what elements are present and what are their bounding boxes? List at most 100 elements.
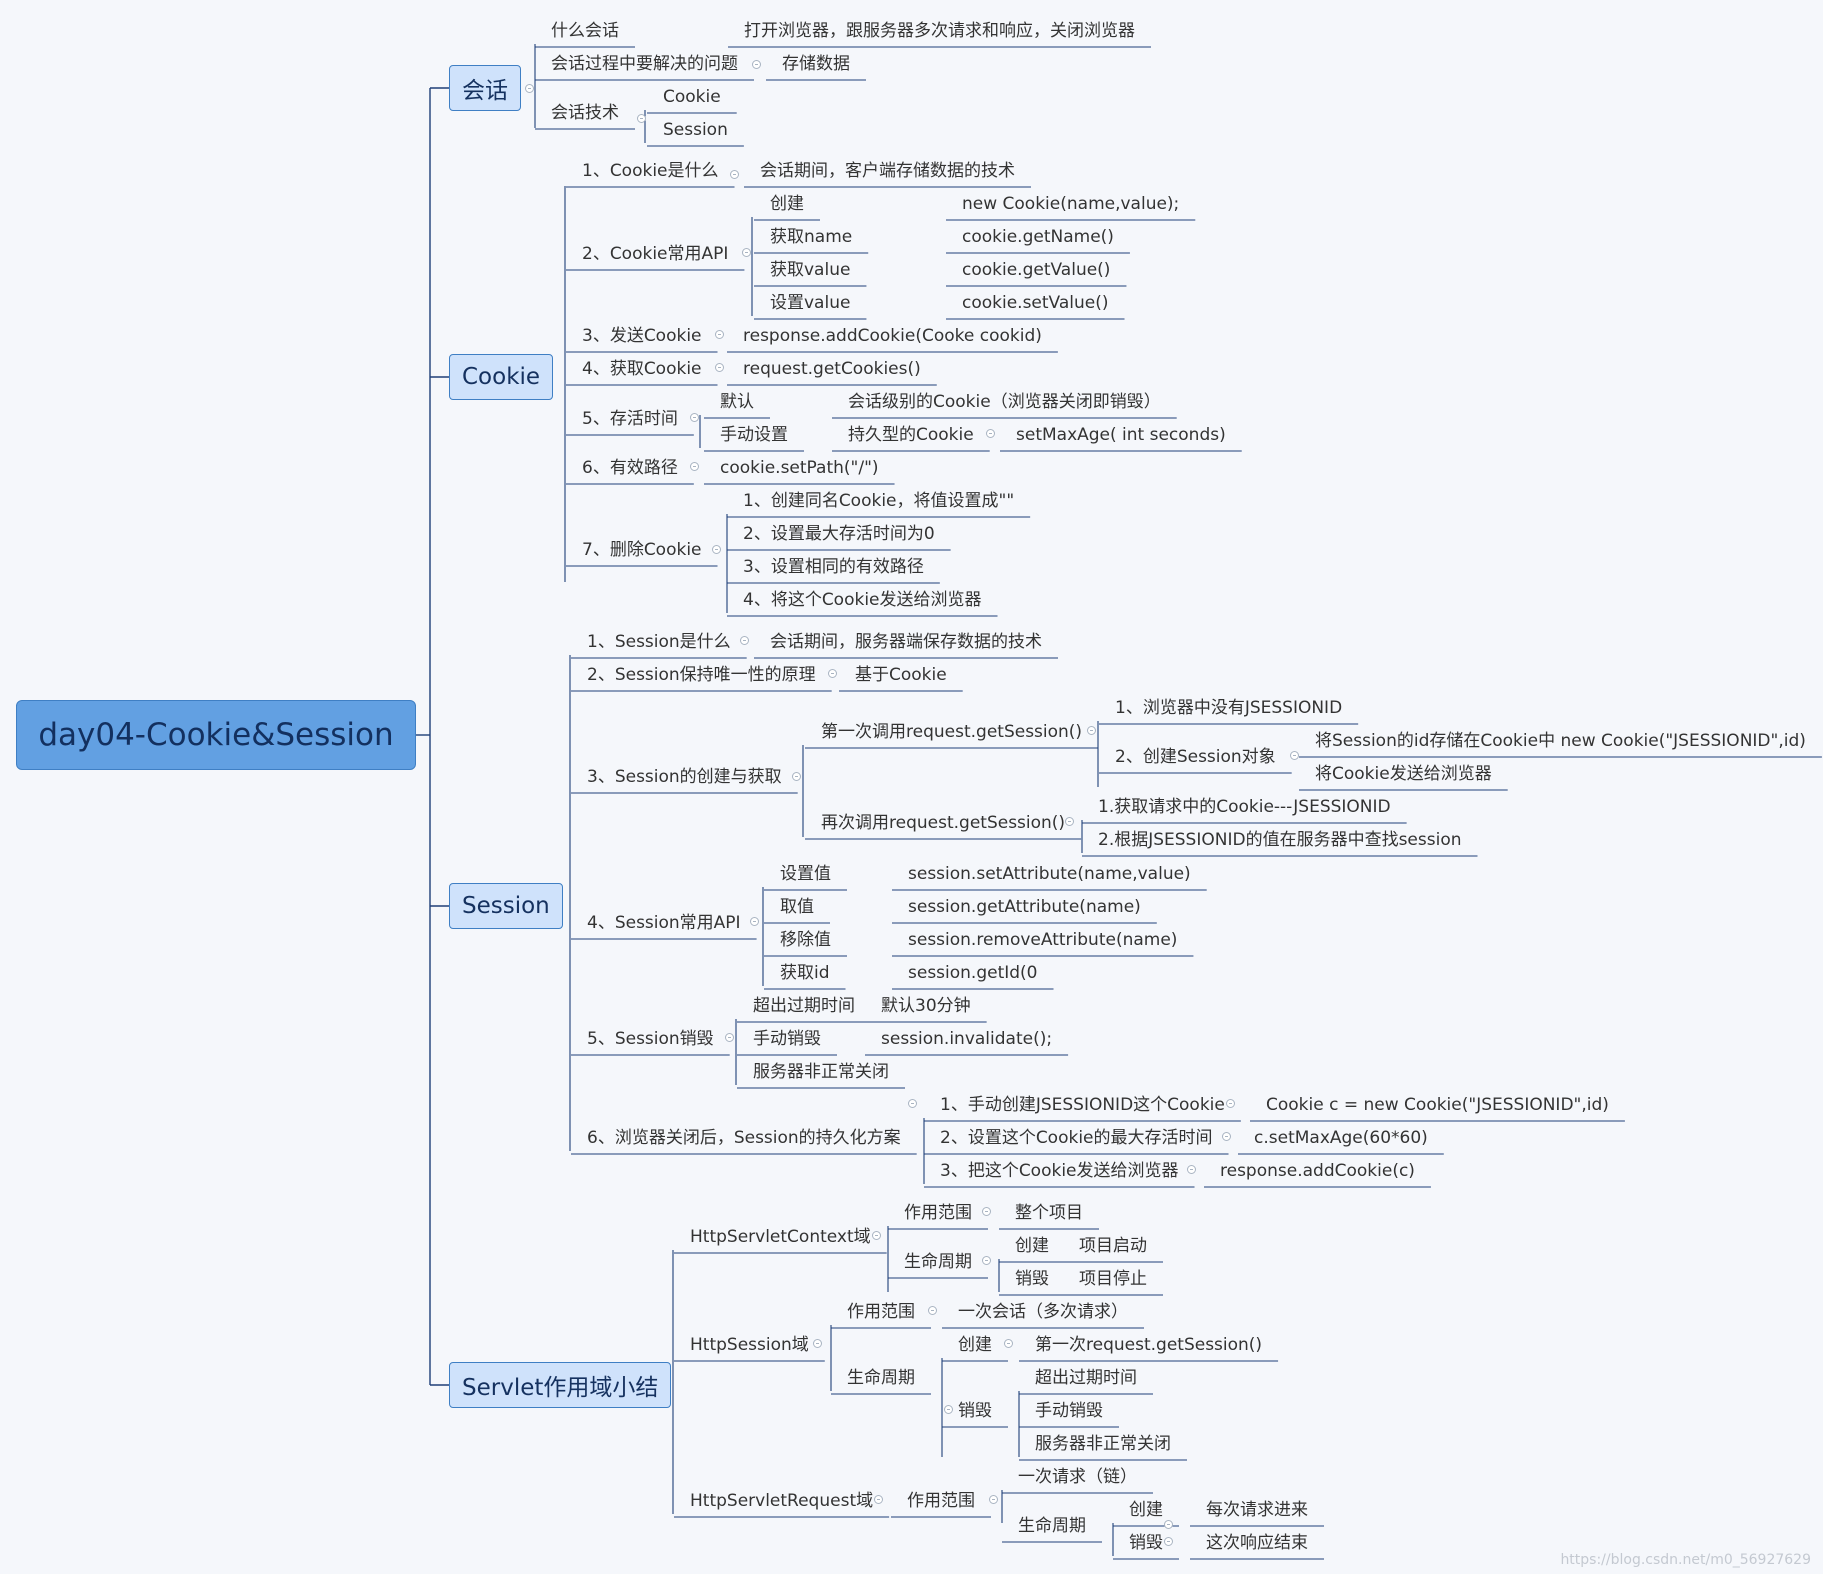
node-scope-request-destroy-value[interactable]: 这次响应结束 (1206, 1533, 1308, 1553)
collapse-toggle-icon[interactable] (690, 413, 699, 422)
node-session-api-key[interactable]: 设置值 (780, 864, 831, 884)
node-session-create-again-step1[interactable]: 1.获取请求中的Cookie---JSESSIONID (1098, 797, 1391, 817)
node-cookie-api[interactable]: 2、Cookie常用API (582, 244, 729, 264)
collapse-toggle-icon[interactable] (730, 170, 739, 179)
node-cookie-api-value[interactable]: cookie.setValue() (962, 293, 1109, 313)
node-scope-request-create-value[interactable]: 每次请求进来 (1206, 1500, 1308, 1520)
node-session-api-value[interactable]: session.removeAttribute(name) (908, 930, 1178, 950)
node-cookie-what-value[interactable]: 会话期间，客户端存储数据的技术 (760, 161, 1015, 181)
node-session-api-key[interactable]: 移除值 (780, 930, 831, 950)
collapse-toggle-icon[interactable] (828, 669, 837, 678)
node-scope-session-create[interactable]: 创建 (958, 1335, 992, 1355)
node-scope-session-destroy-item[interactable]: 超出过期时间 (1035, 1368, 1137, 1388)
node-scope-context-destroy-value[interactable]: 项目停止 (1079, 1269, 1147, 1289)
collapse-toggle-icon[interactable] (752, 60, 761, 69)
node-scope-request-range-value[interactable]: 一次请求（链） (1018, 1467, 1137, 1487)
collapse-toggle-icon[interactable] (740, 636, 749, 645)
node-cookie-send-value[interactable]: response.addCookie(Cooke cookid) (743, 326, 1042, 346)
node-scope-session-destroy[interactable]: 销毁 (958, 1401, 992, 1421)
node-session-destroy-manual[interactable]: 手动销毁 (753, 1029, 821, 1049)
collapse-toggle-icon[interactable] (742, 248, 751, 257)
collapse-toggle-icon[interactable] (1164, 1537, 1173, 1546)
node-scope-context[interactable]: HttpServletContext域 (690, 1227, 871, 1247)
node-session-api-value[interactable]: session.getAttribute(name) (908, 897, 1141, 917)
node-cookie-api-key[interactable]: 获取value (770, 260, 851, 280)
node-cookie-lifetime-default-value[interactable]: 会话级别的Cookie（浏览器关闭即销毁） (848, 392, 1161, 412)
node-session-persist-step[interactable]: 2、设置这个Cookie的最大存活时间 (940, 1128, 1213, 1148)
collapse-toggle-icon[interactable] (928, 1306, 937, 1315)
node-scope-context-range[interactable]: 作用范围 (904, 1203, 972, 1223)
node-cookie-lifetime[interactable]: 5、存活时间 (582, 409, 678, 429)
collapse-toggle-icon[interactable] (982, 1207, 991, 1216)
node-session-create-send-cookie[interactable]: 将Cookie发送给浏览器 (1315, 764, 1492, 784)
node-cookie-lifetime-manual-api[interactable]: setMaxAge( int seconds) (1016, 425, 1226, 445)
node-huihua-problem-value[interactable]: 存储数据 (782, 54, 850, 74)
collapse-toggle-icon[interactable] (908, 1099, 917, 1108)
node-cookie-api-value[interactable]: cookie.getValue() (962, 260, 1111, 280)
collapse-toggle-icon[interactable] (1222, 1132, 1231, 1141)
node-cookie-api-value[interactable]: cookie.getName() (962, 227, 1114, 247)
node-scope-session-destroy-item[interactable]: 手动销毁 (1035, 1401, 1103, 1421)
node-scope-request-life[interactable]: 生命周期 (1018, 1516, 1086, 1536)
node-scope-session-range-value[interactable]: 一次会话（多次请求） (958, 1302, 1128, 1322)
topic-servlet-scope[interactable]: Servlet作用域小结 (449, 1362, 672, 1408)
node-session-persist-step[interactable]: 3、把这个Cookie发送给浏览器 (940, 1161, 1179, 1181)
node-scope-request[interactable]: HttpServletRequest域 (690, 1491, 874, 1511)
node-cookie-get-value[interactable]: request.getCookies() (743, 359, 921, 379)
node-session-persist-value[interactable]: c.setMaxAge(60*60) (1254, 1128, 1428, 1148)
collapse-toggle-icon[interactable] (525, 84, 534, 93)
node-scope-request-range[interactable]: 作用范围 (907, 1491, 975, 1511)
node-session-destroy-timeout-value[interactable]: 默认30分钟 (881, 996, 971, 1016)
node-scope-context-create-value[interactable]: 项目启动 (1079, 1236, 1147, 1256)
node-cookie-delete-step[interactable]: 2、设置最大存活时间为0 (743, 524, 935, 544)
collapse-toggle-icon[interactable] (1187, 1165, 1196, 1174)
node-session-create-first-step2[interactable]: 2、创建Session对象 (1115, 747, 1276, 767)
node-session-persist-step[interactable]: 1、手动创建JSESSIONID这个Cookie (940, 1095, 1225, 1115)
collapse-toggle-icon[interactable] (986, 429, 995, 438)
node-session-api-key[interactable]: 获取id (780, 963, 830, 983)
node-scope-session-destroy-item[interactable]: 服务器非正常关闭 (1035, 1434, 1171, 1454)
node-cookie-lifetime-default[interactable]: 默认 (720, 392, 754, 412)
node-session-create-again-step2[interactable]: 2.根据JSESSIONID的值在服务器中查找session (1098, 830, 1462, 850)
collapse-toggle-icon[interactable] (792, 772, 801, 781)
node-huihua-tech[interactable]: 会话技术 (551, 103, 619, 123)
node-cookie-api-key[interactable]: 获取name (770, 227, 853, 247)
collapse-toggle-icon[interactable] (712, 545, 721, 554)
node-huihua-what[interactable]: 什么会话 (551, 21, 619, 41)
node-cookie-delete[interactable]: 7、删除Cookie (582, 540, 702, 560)
node-session-destroy-crash[interactable]: 服务器非正常关闭 (753, 1062, 889, 1082)
node-cookie-what[interactable]: 1、Cookie是什么 (582, 161, 719, 181)
node-cookie-lifetime-manual-value[interactable]: 持久型的Cookie (848, 425, 974, 445)
node-scope-session-life[interactable]: 生命周期 (847, 1368, 915, 1388)
collapse-toggle-icon[interactable] (1004, 1339, 1013, 1348)
node-session-api-value[interactable]: session.setAttribute(name,value) (908, 864, 1191, 884)
node-session-what[interactable]: 1、Session是什么 (587, 632, 731, 652)
node-cookie-delete-step[interactable]: 3、设置相同的有效路径 (743, 557, 924, 577)
node-session-create-first-step1[interactable]: 1、浏览器中没有JSESSIONID (1115, 698, 1343, 718)
topic-cookie[interactable]: Cookie (449, 354, 554, 400)
collapse-toggle-icon[interactable] (813, 1339, 822, 1348)
node-session-what-value[interactable]: 会话期间，服务器端保存数据的技术 (770, 632, 1042, 652)
node-session-api[interactable]: 4、Session常用API (587, 913, 741, 933)
node-session-persist-value[interactable]: Cookie c = new Cookie("JSESSIONID",id) (1266, 1095, 1609, 1115)
node-session-api-value[interactable]: session.getId(0 (908, 963, 1038, 983)
collapse-toggle-icon[interactable] (874, 1495, 883, 1504)
collapse-toggle-icon[interactable] (944, 1405, 953, 1414)
node-scope-context-range-value[interactable]: 整个项目 (1015, 1203, 1083, 1223)
node-session-unique[interactable]: 2、Session保持唯一性的原理 (587, 665, 816, 685)
node-cookie-delete-step[interactable]: 1、创建同名Cookie，将值设置成"" (743, 491, 1015, 511)
node-session-create-first[interactable]: 第一次调用request.getSession() (821, 722, 1083, 742)
node-cookie-api-value[interactable]: new Cookie(name,value); (962, 194, 1180, 214)
node-scope-context-create[interactable]: 创建 (1015, 1236, 1049, 1256)
node-session-persist[interactable]: 6、浏览器关闭后，Session的持久化方案 (587, 1128, 901, 1148)
collapse-toggle-icon[interactable] (1065, 817, 1074, 826)
node-cookie-get[interactable]: 4、获取Cookie (582, 359, 702, 379)
collapse-toggle-icon[interactable] (715, 363, 724, 372)
collapse-toggle-icon[interactable] (1164, 1520, 1173, 1529)
node-cookie-path-value[interactable]: cookie.setPath("/") (720, 458, 879, 478)
node-session-destroy-timeout[interactable]: 超出过期时间 (753, 996, 855, 1016)
collapse-toggle-icon[interactable] (725, 1033, 734, 1042)
node-session-persist-value[interactable]: response.addCookie(c) (1220, 1161, 1415, 1181)
node-scope-request-create[interactable]: 创建 (1129, 1500, 1163, 1520)
node-cookie-api-key[interactable]: 设置value (770, 293, 851, 313)
